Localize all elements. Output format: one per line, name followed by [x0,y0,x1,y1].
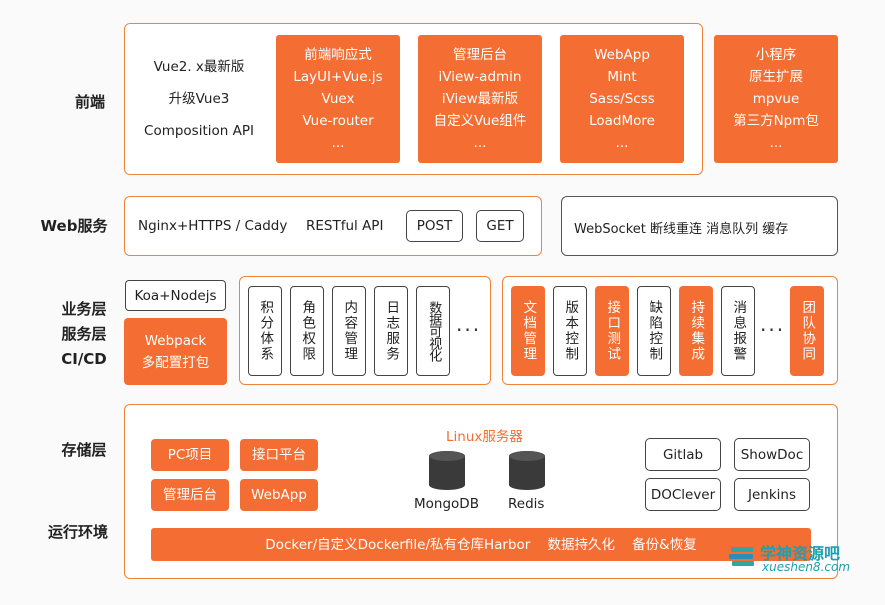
tool-doclever: DOClever [645,478,721,511]
webpack-box: Webpack 多配置打包 [124,318,227,385]
miniapp-line: 小程序 [755,47,797,63]
book-stack-icon-book-3 [732,561,754,566]
services-more: ··· [456,318,482,342]
watermark: 学神资源吧 xueshen8.com [728,540,878,576]
service-points-label: 积分体系 [257,300,274,362]
row-label-biz-2: 服务层 [61,325,107,343]
responsive-line: ... [331,135,345,151]
admin-line: iView-admin [438,69,522,85]
frontend-responsive-box: 前端响应式 LayUI+Vue.js Vuex Vue-router ... [276,35,400,163]
row-label-frontend: 前端 [74,93,105,111]
row-label-biz-1: 业务层 [61,300,107,318]
ci-alert-label: 消息报警 [730,300,747,362]
project-admin: 管理后台 [151,479,229,511]
frontend-vue-list: Vue2. x最新版 升级Vue3 Composition API [134,51,264,147]
webpack-line: 多配置打包 [141,354,210,371]
koa-box: Koa+Nodejs [125,280,226,311]
ci-api-test: 接口测试 [595,286,629,376]
redis-icon-rim [509,451,545,461]
book-stack-icon [729,547,754,566]
book-stack-icon-book-2 [729,554,753,559]
service-visual: 数据可视化 [416,286,450,376]
webpack-line: Webpack [144,332,207,349]
row-label-runtime: 运行环境 [47,523,108,541]
ci-defect-label: 缺陷控制 [646,300,663,362]
project-webapp: WebApp [240,479,318,511]
ci-more: ··· [760,318,786,342]
miniapp-line: mpvue [752,91,800,107]
webapp-line: WebApp [594,47,650,63]
mongodb-icon-rim [429,451,465,461]
admin-line: 管理后台 [453,47,507,63]
admin-line: ... [473,135,487,151]
responsive-line: Vue-router [302,113,374,129]
admin-line: iView最新版 [441,91,519,107]
ci-version: 版本控制 [553,286,587,376]
mongodb-icon-bottom [429,480,465,490]
frontend-webapp-box: WebApp Mint Sass/Scss LoadMore ... [560,35,684,163]
ci-docs-label: 文档管理 [520,300,537,362]
row-label-storage: 存储层 [61,441,107,459]
ci-version-label: 版本控制 [562,300,579,362]
mongodb-icon [429,451,465,490]
webapp-line: ... [615,135,629,151]
ci-alert: 消息报警 [721,286,755,376]
watermark-title: 学神资源吧 [760,544,841,563]
linux-server-title: Linux服务器 [446,429,523,445]
responsive-line: Vuex [321,91,355,107]
ci-defect: 缺陷控制 [637,286,671,376]
service-roles-label: 角色权限 [299,300,316,362]
project-pc: PC项目 [151,439,229,471]
ci-docs: 文档管理 [511,286,545,376]
ci-api-test-label: 接口测试 [604,300,621,362]
row-label-web: Web服务 [40,217,108,235]
ci-team-label: 团队协同 [799,300,816,362]
vue-line-2: 升级Vue3 [168,91,230,107]
project-api-platform: 接口平台 [240,439,318,471]
tool-gitlab: Gitlab [645,438,721,471]
service-content-label: 内容管理 [341,300,358,362]
web-panel [124,196,542,256]
runtime-bar: Docker/自定义Dockerfile/私有仓库Harbor 数据持久化 备份… [151,528,811,561]
miniapp-line: 第三方Npm包 [733,113,819,129]
redis-icon [509,451,545,490]
webapp-line: Sass/Scss [589,91,655,107]
mongodb-label: MongoDB [414,496,479,512]
ci-team: 团队协同 [790,286,824,376]
row-label-biz: 业务层 服务层 CI/CD [52,297,116,372]
row-label-biz-3: CI/CD [61,350,107,368]
get-badge: GET [476,210,524,242]
websocket-text: WebSocket 断线重连 消息队列 缓存 [574,222,789,237]
frontend-admin-box: 管理后台 iView-admin iView最新版 自定义Vue组件 ... [418,35,542,163]
webapp-line: Mint [607,69,637,85]
service-content: 内容管理 [332,286,366,376]
service-visual-label: 数据可视化 [426,301,442,361]
frontend-miniapp-box: 小程序 原生扩展 mpvue 第三方Npm包 ... [714,35,838,163]
ci-integration-label: 持续集成 [688,300,705,362]
web-api-text: RESTful API [306,218,384,234]
vue-line-3: Composition API [144,123,254,139]
service-logs-label: 日志服务 [383,300,400,362]
web-server-text: Nginx+HTTPS / Caddy [138,218,288,234]
service-points: 积分体系 [248,286,282,376]
tool-showdoc: ShowDoc [734,438,810,471]
miniapp-line: 原生扩展 [749,69,803,85]
admin-line: 自定义Vue组件 [433,113,527,129]
redis-icon-bottom [509,480,545,490]
redis-label: Redis [508,496,545,512]
tool-jenkins: Jenkins [734,478,810,511]
vue-line-1: Vue2. x最新版 [153,59,245,75]
webapp-line: LoadMore [589,113,655,129]
websocket-panel [561,196,838,256]
post-badge: POST [406,210,463,242]
service-logs: 日志服务 [374,286,408,376]
ci-integration: 持续集成 [679,286,713,376]
book-stack-icon-book-1 [731,547,753,552]
miniapp-line: ... [769,135,783,151]
responsive-line: LayUI+Vue.js [293,69,383,85]
responsive-line: 前端响应式 [304,47,372,63]
watermark-url: xueshen8.com [762,560,851,574]
service-roles: 角色权限 [290,286,324,376]
